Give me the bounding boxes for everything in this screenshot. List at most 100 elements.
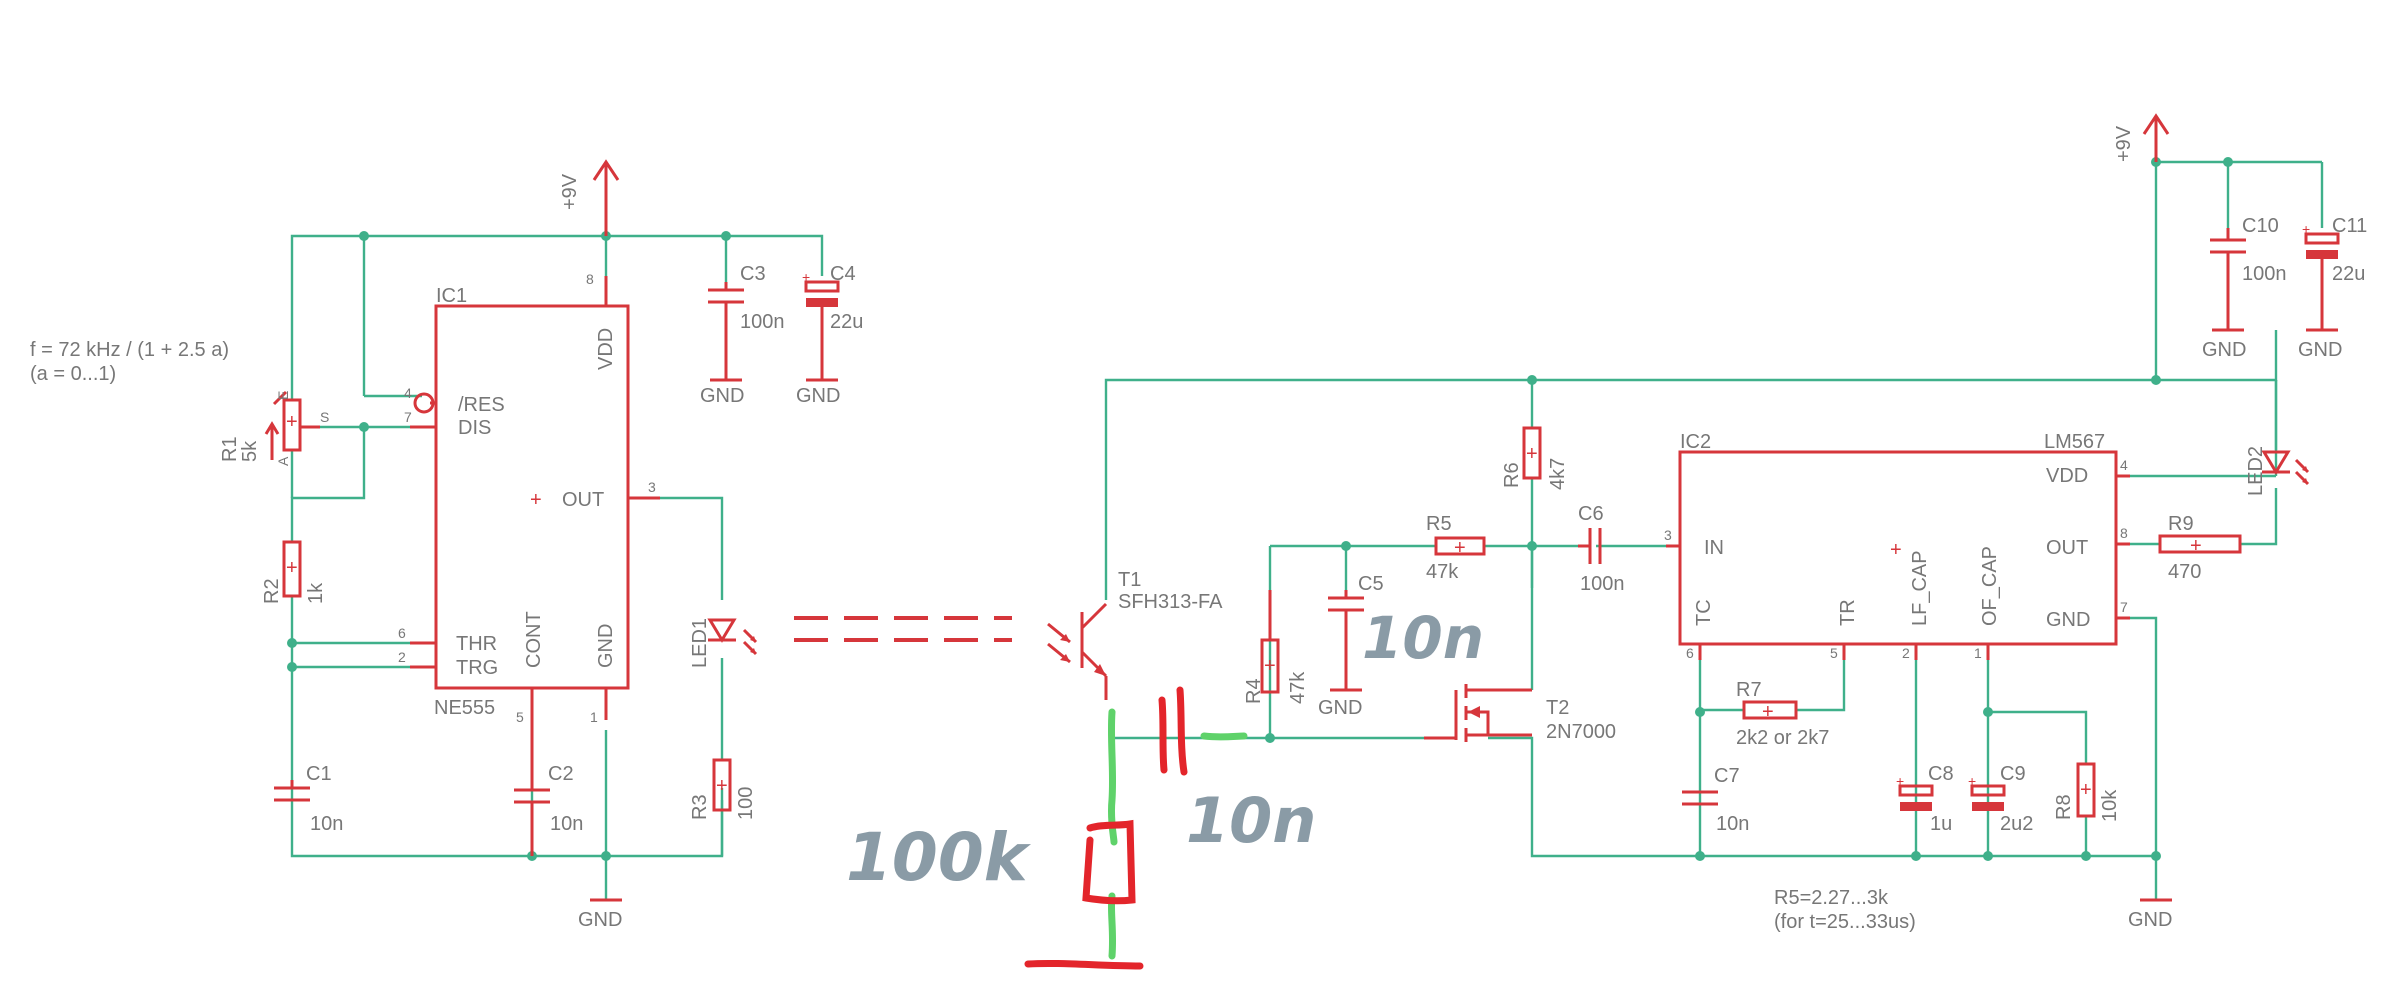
c11-value: 22u [2332,263,2365,285]
r4-name: R4 [1243,678,1265,704]
c3-capacitor: C3 100n GND [700,263,785,407]
r3-resistor: + R3 100 [689,758,757,820]
c10-value: 100n [2242,263,2287,285]
ic2-pin-5-number: 5 [1830,645,1838,661]
c2-value: 10n [550,813,583,835]
ic2-pin-2-number: 2 [1902,645,1910,661]
r1-name: R1 [219,436,241,462]
ic1-pin-8-number: 8 [586,271,594,287]
c1-name: C1 [306,763,332,785]
ic1-pin-3-number: 3 [648,479,656,495]
ic1-pin-dis: DIS [458,417,491,439]
r3-name: R3 [689,794,711,820]
receiver-junctions [1265,157,2233,861]
note-line2: (for t=25...33us) [1774,911,1916,933]
oscillator-junctions [287,231,731,861]
c9-value: 2u2 [2000,813,2033,835]
c4-gnd-label: GND [796,385,840,407]
handwritten-ground-bar [1024,959,1144,970]
ic1-pin-6-number: 6 [398,625,406,641]
ic2-pin-tr: TR [1837,599,1859,626]
r3-value: 100 [735,787,757,820]
c8-capacitor: + C8 1u [1896,763,1954,835]
c4-capacitor: + C4 22u GND [796,263,863,407]
r6-resistor: + R6 4k7 [1501,426,1569,490]
ic1-pin-gnd: GND [595,624,617,668]
led1-name: LED1 [689,618,711,668]
r6-value: 4k7 [1547,458,1569,490]
r5-resistor: + R5 47k [1426,513,1486,583]
led2: LED2 [2245,446,2310,496]
ic1-pin-cont: CONT [523,611,545,668]
c10-capacitor: C10 100n GND [2202,215,2287,361]
r2-name: R2 [261,578,283,604]
c10-name: C10 [2242,215,2279,237]
r8-name: R8 [2053,794,2075,820]
t2-mosfet: T2 2N7000 [1424,684,1616,743]
svg-text:+: + [286,557,298,579]
c9-name: C9 [2000,763,2026,785]
t2-value: 2N7000 [1546,721,1616,743]
ic2-pin-3-number: 3 [1664,527,1672,543]
c11-capacitor: + C11 22u GND [2298,215,2367,361]
vcc-label-right: +9V [2113,125,2135,162]
r8-resistor: + R8 10k [2053,762,2121,822]
c9-capacitor: + C9 2u2 [1968,763,2033,835]
gnd-label-right: GND [2128,909,2172,931]
gnd-symbol-right: GND [2128,898,2172,931]
r9-resistor: + R9 470 [2158,513,2242,583]
vcc-symbol-right: +9V [2113,113,2170,162]
svg-text:+: + [2080,779,2092,801]
ic1-name: IC1 [436,285,467,307]
c10-gnd-label: GND [2202,339,2246,361]
ic2-pin-1-number: 1 [1974,645,1982,661]
r5-name: R5 [1426,513,1452,535]
r4-value: 47k [1287,671,1309,704]
r5-value: 47k [1426,561,1459,583]
handwritten-cap-value: 10n [1186,784,1316,857]
note-line1: R5=2.27...3k [1774,887,1889,909]
ic1-pin-thr: THR [456,633,497,655]
ic1-pin-trg: TRG [456,657,498,679]
t2-name: T2 [1546,697,1569,719]
handwritten-green-wire-lower [1107,892,1117,960]
ic1-pin-out: OUT [562,489,604,511]
c3-gnd-label: GND [700,385,744,407]
ic2-pin-7-number: 7 [2120,599,2128,615]
c6-name: C6 [1578,503,1604,525]
c6-capacitor: C6 100n [1578,503,1625,595]
gnd-symbol-left: GND [578,898,622,931]
ic2-pin-gnd: GND [2046,609,2090,631]
svg-text:+: + [1896,773,1904,789]
frequency-formula: f = 72 kHz / (1 + 2.5 a) (a = 0...1) [30,339,229,385]
ic2-lm567: IC2 LM567 + IN VDD OUT GND TC TR LF_CAP … [1664,431,2130,661]
handwritten-cap-plate-right [1176,686,1188,776]
c8-value: 1u [1930,813,1952,835]
r2-resistor: + R2 1k [261,540,327,604]
ic1-pin-2-number: 2 [398,649,406,665]
oscillator-section: +9V IC1 NE555 + VDD /RES DIS OUT THR TRG… [30,159,863,931]
ic2-pin-4-number: 4 [2120,457,2128,473]
vcc-symbol-left: +9V [559,159,620,236]
r2-value: 1k [305,582,327,604]
r1-pin-e: E [275,391,291,400]
t1-name: T1 [1118,569,1141,591]
ic2-pin-in: IN [1704,537,1724,559]
c7-value: 10n [1716,813,1749,835]
svg-text:+: + [1890,539,1902,561]
c6-value: 100n [1580,573,1625,595]
ic2-pin-lf-cap: LF_CAP [1909,550,1931,626]
formula-line2: (a = 0...1) [30,363,116,385]
handwritten-resistor-body [1082,819,1136,905]
r5-note: R5=2.27...3k (for t=25...33us) [1774,887,1916,933]
r1-pin-s: S [320,409,329,425]
r1-value: 5k [239,440,261,462]
r9-value: 470 [2168,561,2201,583]
r6-name: R6 [1501,462,1523,488]
svg-text:+: + [1264,655,1276,677]
svg-text:+: + [1526,443,1538,465]
c7-name: C7 [1714,765,1740,787]
c5-name: C5 [1358,573,1384,595]
svg-text:+: + [530,489,542,511]
